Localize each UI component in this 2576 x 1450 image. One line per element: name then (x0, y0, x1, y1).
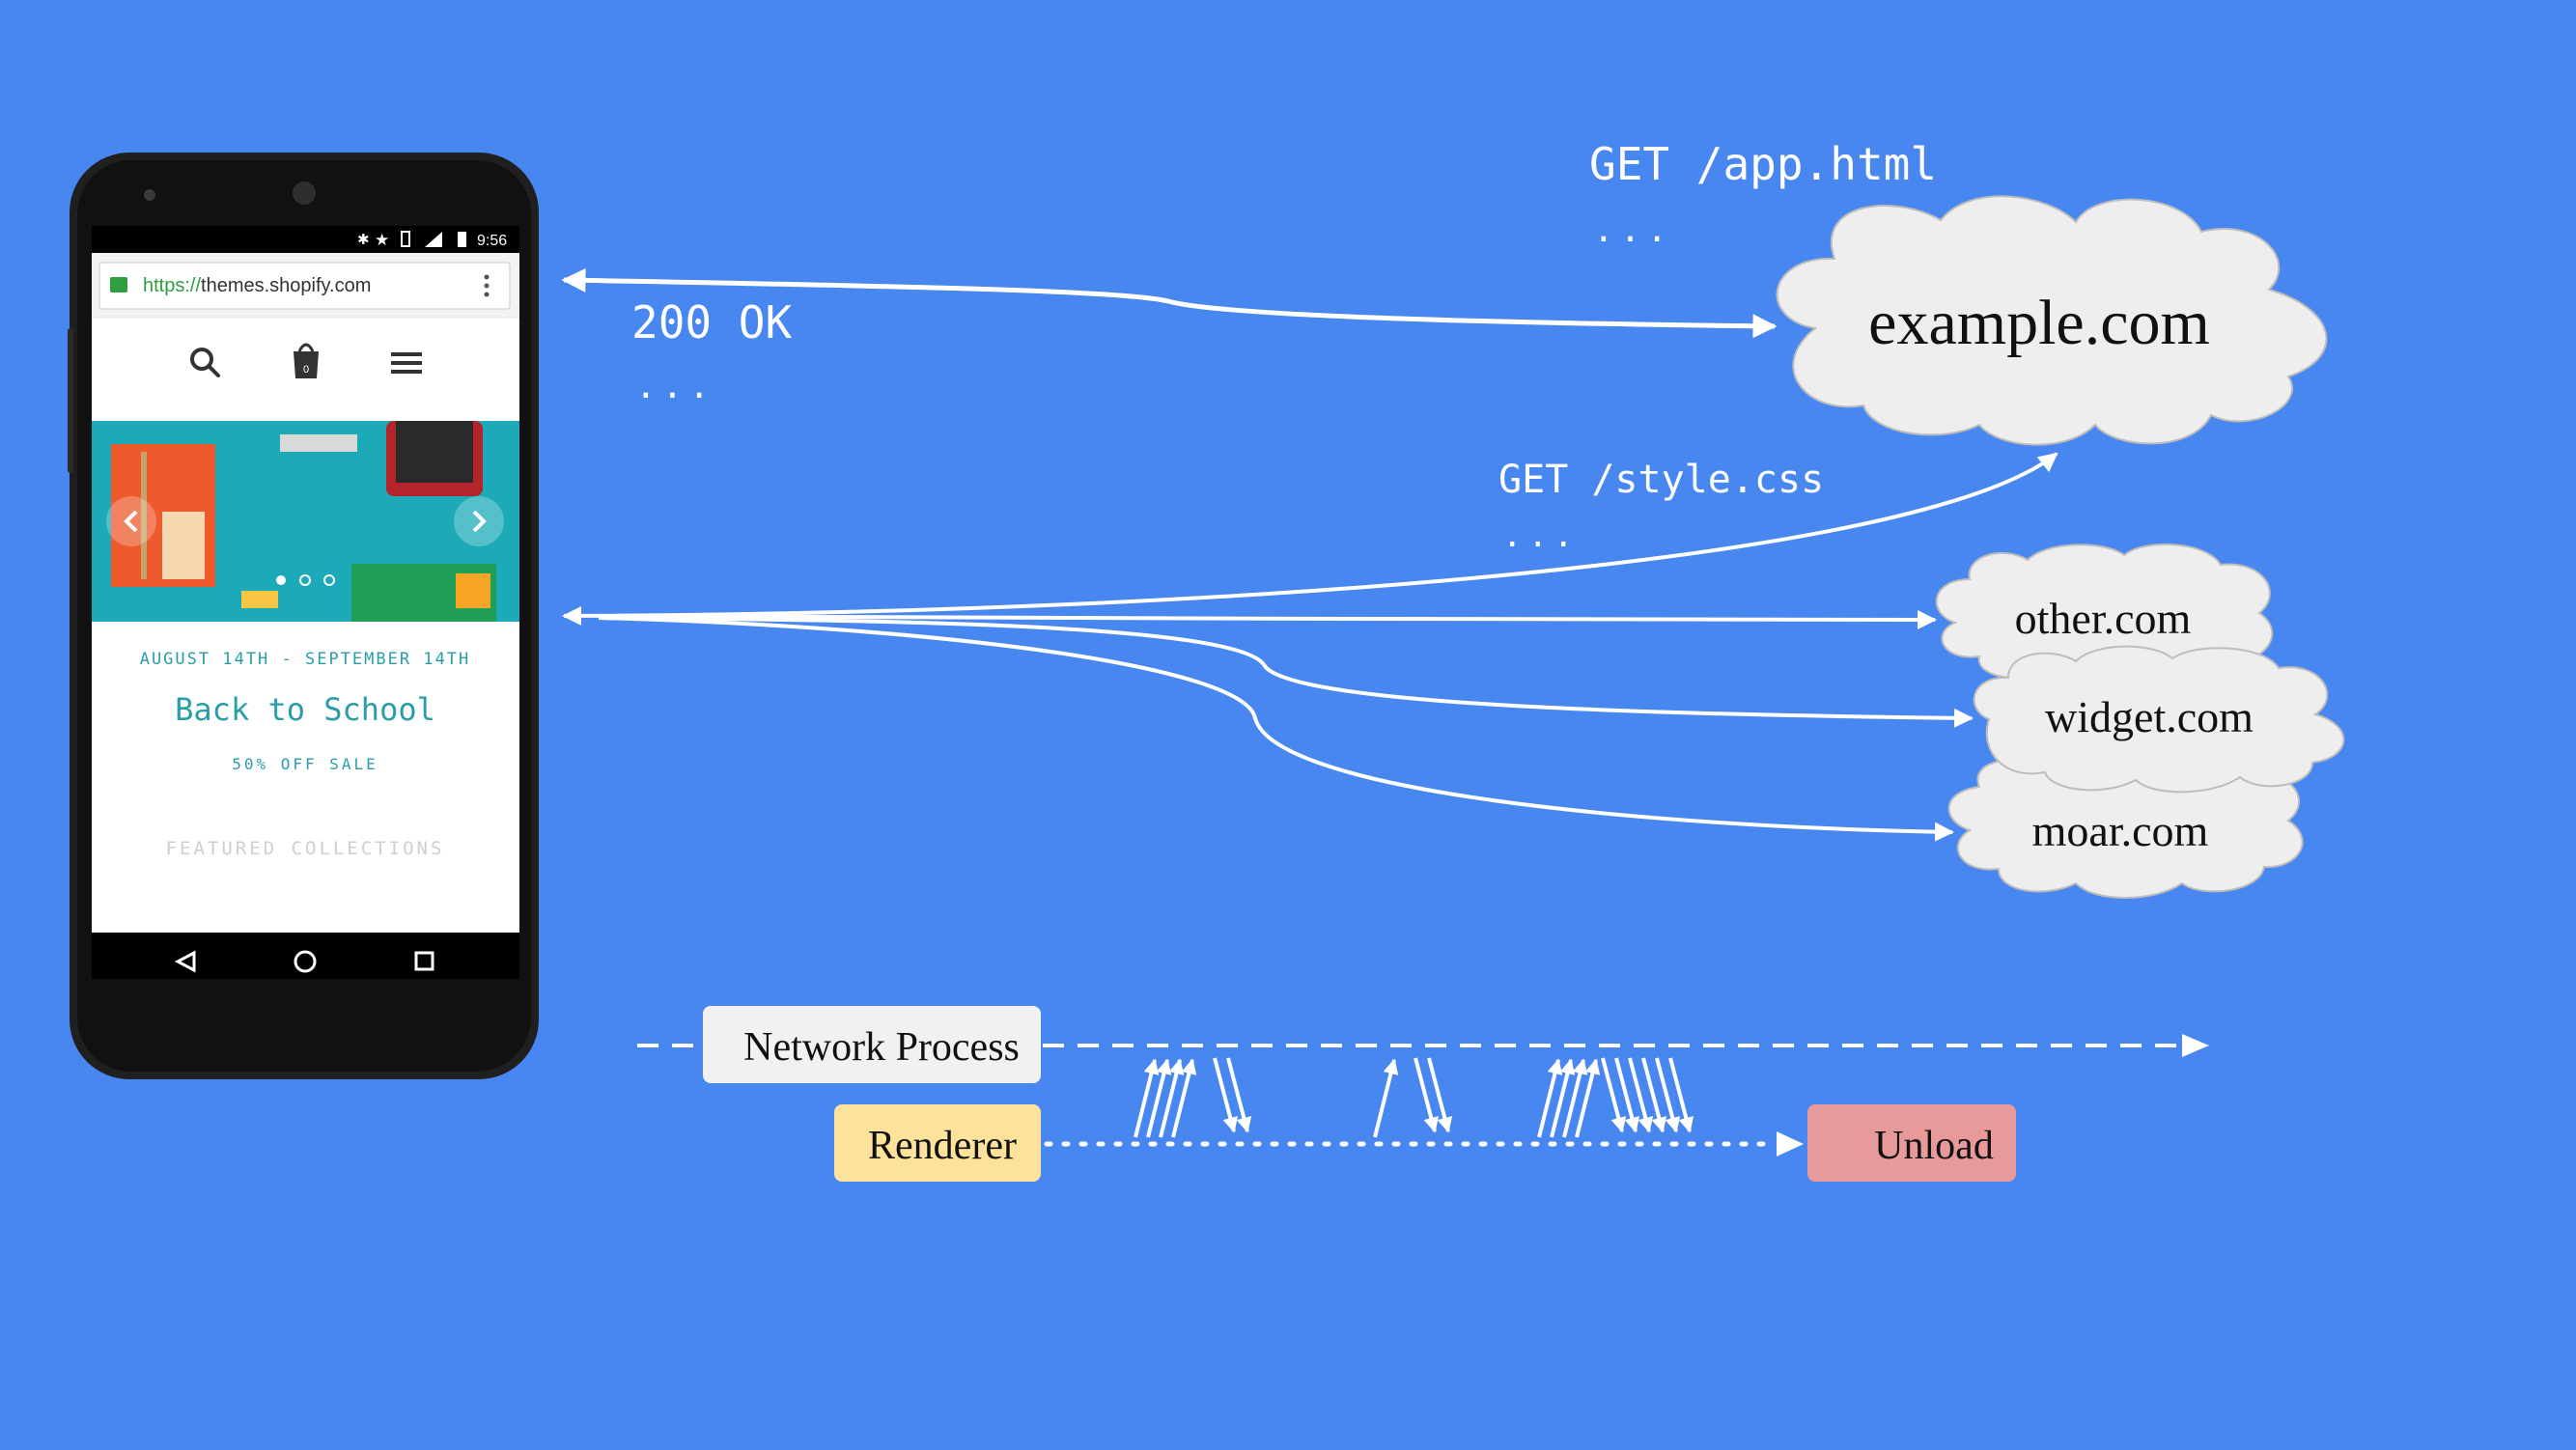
back-nav-icon[interactable] (174, 950, 196, 973)
featured-collections-label: FEATURED COLLECTIONS (166, 838, 445, 859)
status-bar (92, 226, 519, 253)
server-example: example.com (1868, 288, 2210, 358)
phone-illustration: ✱ ★ 9:56 https://themes.shopify.com 0 (68, 153, 539, 1079)
network-process-box: Network Process (703, 1006, 1041, 1083)
recents-nav-icon[interactable] (414, 951, 434, 971)
renderer-box: Renderer (834, 1104, 1041, 1182)
search-icon[interactable] (190, 348, 220, 377)
network-timeline-arrowhead (2182, 1034, 2209, 1057)
next-arrow-icon[interactable] (454, 496, 504, 546)
unload-label: Unload (1874, 1124, 1994, 1168)
hamburger-icon[interactable] (391, 352, 422, 374)
battery-icon (458, 232, 466, 247)
cloud-example: example.com (1776, 195, 2328, 446)
cloud-other: other.com (1935, 543, 2274, 685)
lock-icon (110, 277, 127, 293)
app-request-label: GET /app.html (1589, 138, 1937, 190)
carousel-dot[interactable] (323, 574, 335, 586)
phone-camera (293, 181, 316, 205)
banner-title[interactable]: Back to School (175, 691, 435, 728)
carousel-dot[interactable] (299, 574, 311, 586)
example-connection-arrow (561, 267, 1778, 339)
renderer-timeline-arrowhead (1777, 1131, 1804, 1157)
network-process-label: Network Process (743, 1025, 1020, 1070)
server-moar: moar.com (2032, 806, 2209, 855)
ipc-message-arrows (1134, 1057, 1694, 1138)
star-icon: ★ (375, 231, 389, 249)
banner-dates: AUGUST 14TH - SEPTEMBER 14TH (140, 650, 471, 669)
banner-subtitle: 50% OFF SALE (232, 755, 378, 773)
carousel-dot[interactable] (276, 575, 286, 585)
unload-box: Unload (1807, 1104, 2016, 1182)
moar-connection-arrow (598, 616, 1954, 842)
signal-icon (425, 232, 442, 247)
style-request-arrow (562, 452, 2058, 626)
server-other: other.com (2015, 594, 2192, 643)
url-bar[interactable] (98, 262, 511, 310)
hero-banner (92, 421, 519, 622)
vibrate-icon (401, 231, 410, 247)
cart-count: 0 (303, 364, 309, 376)
response-ellipsis: ... (635, 367, 715, 406)
cart-icon[interactable]: 0 (294, 343, 319, 378)
bluetooth-icon: ✱ (357, 232, 370, 248)
url-text[interactable]: https://themes.shopify.com (143, 275, 371, 296)
renderer-label: Renderer (868, 1124, 1017, 1168)
widget-connection-arrow (598, 616, 1974, 728)
app-request-ellipsis: ... (1593, 210, 1673, 250)
status-time: 9:56 (477, 233, 507, 249)
other-connection-arrow (598, 609, 1937, 629)
response-label: 200 OK (631, 296, 792, 349)
prev-arrow-icon[interactable] (106, 496, 156, 546)
menu-dots-icon[interactable] (484, 274, 490, 297)
style-request-label: GET /style.css (1498, 458, 1824, 502)
phone-sensor (144, 189, 155, 201)
style-request-ellipsis: ... (1502, 516, 1579, 555)
server-widget: widget.com (2045, 692, 2254, 741)
home-nav-icon[interactable] (294, 950, 317, 973)
cloud-widget: widget.com (1973, 645, 2345, 794)
